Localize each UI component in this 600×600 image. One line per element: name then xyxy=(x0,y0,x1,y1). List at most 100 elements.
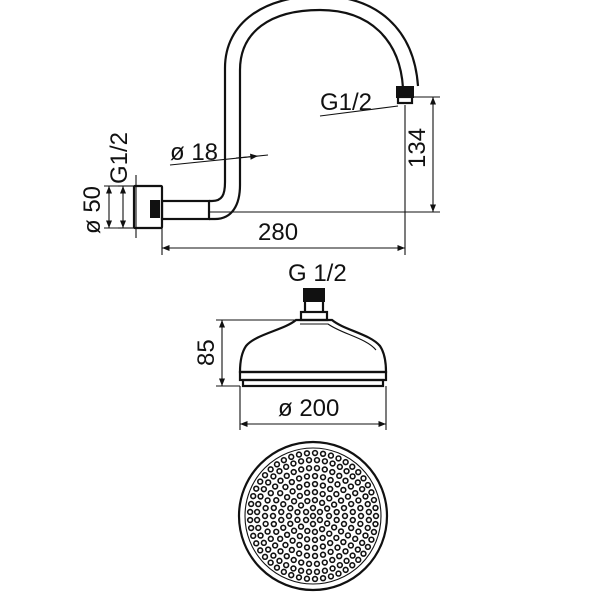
nozzle xyxy=(333,516,340,524)
nozzle xyxy=(255,500,262,508)
outlet-thread xyxy=(396,95,414,105)
nozzle xyxy=(282,463,290,471)
nozzle xyxy=(311,528,319,536)
nozzle xyxy=(327,548,334,556)
nozzle xyxy=(347,542,355,549)
nozzle xyxy=(295,574,303,581)
nozzle xyxy=(326,539,334,547)
nozzle xyxy=(303,481,311,488)
nozzle xyxy=(270,520,278,528)
nozzle xyxy=(253,508,261,516)
nozzle xyxy=(290,565,297,572)
nozzle xyxy=(364,543,372,551)
nozzle xyxy=(309,504,317,512)
nozzle xyxy=(319,450,327,458)
nozzle xyxy=(321,458,329,465)
nozzle xyxy=(270,504,278,512)
nozzle xyxy=(287,520,294,527)
nozzle xyxy=(372,520,379,528)
nozzle xyxy=(264,528,271,535)
nozzle xyxy=(318,499,326,507)
nozzle xyxy=(318,525,326,533)
nozzle xyxy=(303,544,311,551)
nozzle xyxy=(303,473,311,480)
nozzle xyxy=(372,512,380,520)
nozzle xyxy=(319,543,327,550)
nozzle xyxy=(277,477,284,484)
nozzle xyxy=(362,493,369,500)
nozzle xyxy=(296,492,304,500)
head-face-outer-ring xyxy=(237,440,389,592)
nozzle xyxy=(276,557,283,565)
nozzle xyxy=(309,512,317,520)
nozzle xyxy=(329,565,336,572)
nozzle xyxy=(311,472,319,480)
nozzle xyxy=(280,568,288,576)
nozzle xyxy=(313,456,321,464)
nozzle xyxy=(290,468,297,476)
nozzle xyxy=(250,492,257,500)
nozzle xyxy=(257,547,264,554)
nozzle xyxy=(352,535,359,543)
nozzle xyxy=(364,481,372,489)
nozzle xyxy=(280,524,287,531)
nozzle xyxy=(250,532,257,540)
nozzle xyxy=(273,497,280,504)
nozzle xyxy=(357,512,365,520)
nozzle xyxy=(311,552,319,560)
nozzle xyxy=(316,516,324,524)
nozzle xyxy=(365,516,373,524)
nozzle xyxy=(305,560,313,568)
nozzle xyxy=(267,559,274,566)
nozzle xyxy=(261,553,269,561)
head-connector-nut xyxy=(303,288,325,302)
nozzle xyxy=(303,552,311,559)
nozzle xyxy=(267,489,274,497)
nozzle xyxy=(329,556,336,564)
nozzle xyxy=(305,456,313,464)
nozzle xyxy=(344,532,352,539)
nozzle xyxy=(336,552,343,560)
nozzle xyxy=(343,557,350,565)
head-neck xyxy=(299,310,329,322)
nozzle xyxy=(262,504,269,512)
nozzle xyxy=(327,452,335,459)
nozzle xyxy=(264,546,272,553)
nozzle xyxy=(344,493,352,500)
nozzle xyxy=(303,450,311,457)
nozzle xyxy=(342,566,349,574)
nozzle xyxy=(330,524,338,531)
nozzle xyxy=(261,512,269,520)
nozzle xyxy=(364,500,371,508)
nozzle xyxy=(305,568,313,576)
nozzle xyxy=(260,539,268,547)
nozzle xyxy=(335,455,342,462)
flange-diameter-label: ø 50 xyxy=(79,186,106,234)
nozzle xyxy=(330,501,338,508)
nozzle xyxy=(333,508,340,516)
nozzle xyxy=(342,458,349,466)
nozzle xyxy=(257,493,264,500)
nozzle xyxy=(294,516,301,524)
nozzle xyxy=(305,464,313,472)
nozzle xyxy=(269,512,277,520)
nozzle xyxy=(302,516,310,524)
nozzle xyxy=(273,461,281,468)
nozzle xyxy=(313,568,321,576)
nozzle xyxy=(267,535,274,543)
nozzle xyxy=(290,460,297,467)
nozzle xyxy=(342,477,349,484)
nozzle xyxy=(337,497,345,504)
arm-collar xyxy=(160,199,211,221)
nozzle xyxy=(303,489,311,496)
nozzle xyxy=(370,528,378,536)
nozzle xyxy=(323,505,331,512)
nozzle xyxy=(282,561,290,569)
nozzle xyxy=(290,498,298,505)
nozzle xyxy=(253,540,260,547)
nozzle xyxy=(271,542,279,549)
nozzle xyxy=(288,571,295,579)
head-height-label: 85 xyxy=(193,339,220,366)
head-diameter-label: ø 200 xyxy=(278,395,339,422)
nozzle xyxy=(296,541,303,549)
